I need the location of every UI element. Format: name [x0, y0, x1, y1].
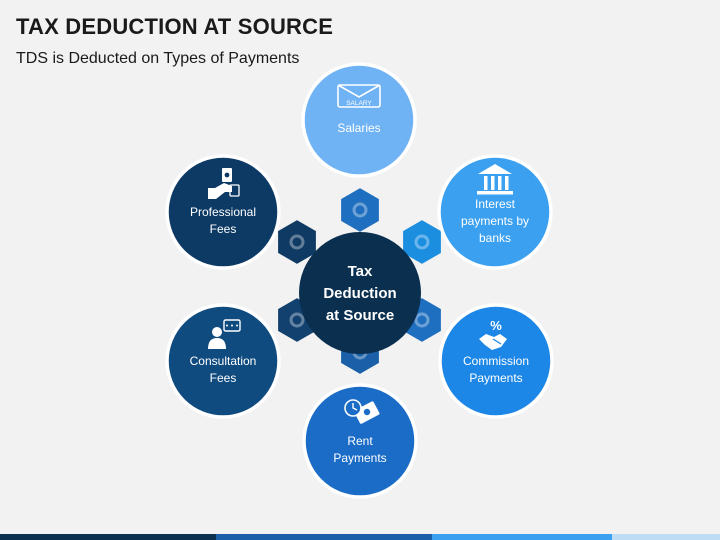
bank-icon: [477, 164, 513, 195]
node-circle: [438, 303, 554, 419]
svg-text:%: %: [490, 318, 502, 333]
page-title: TAX DEDUCTION AT SOURCE: [16, 14, 334, 39]
node-label-line: payments by: [461, 214, 529, 228]
node-label-line: banks: [479, 231, 511, 245]
node-label-line: Fees: [210, 371, 237, 385]
node-label-line: Rent: [347, 434, 373, 448]
center-label-line: Tax: [348, 263, 373, 280]
node-label-line: Commission: [463, 354, 529, 368]
node-label-line: Interest: [475, 197, 516, 211]
node-label-line: Consultation: [190, 354, 257, 368]
salary-envelope-icon: SALARY: [337, 84, 381, 108]
center-label-line: Deduction: [323, 285, 396, 302]
node-salaries: SALARY Salaries: [301, 62, 417, 178]
node-label-line: Payments: [469, 371, 522, 385]
node-circle: [437, 154, 553, 270]
handshake-percent-icon: %: [479, 318, 507, 350]
hand-money-icon: [208, 168, 240, 199]
node-circle: [165, 154, 281, 270]
footer-segment: [216, 534, 432, 540]
node-circle: [302, 383, 418, 499]
node-circle: [301, 62, 417, 178]
center-circle: [299, 232, 421, 354]
node-label-line: Fees: [210, 222, 237, 236]
salary-icon-text: SALARY: [346, 100, 372, 107]
footer-segment: [612, 534, 720, 540]
node-label-line: Salaries: [337, 121, 380, 135]
footer-bar: [0, 534, 720, 540]
node-interest: Interest payments by banks: [437, 154, 553, 270]
footer-segment: [0, 534, 216, 540]
hexagon-segment: [339, 185, 381, 235]
money-clock-icon: [344, 399, 380, 424]
node-circle: [165, 303, 281, 419]
footer-segment: [432, 534, 612, 540]
node-label-line: Professional: [190, 205, 256, 219]
consultant-icon: [208, 319, 241, 349]
node-label-line: Payments: [333, 451, 386, 465]
center-label-line: at Source: [326, 307, 394, 324]
page-subtitle: TDS is Deducted on Types of Payments: [16, 50, 300, 67]
